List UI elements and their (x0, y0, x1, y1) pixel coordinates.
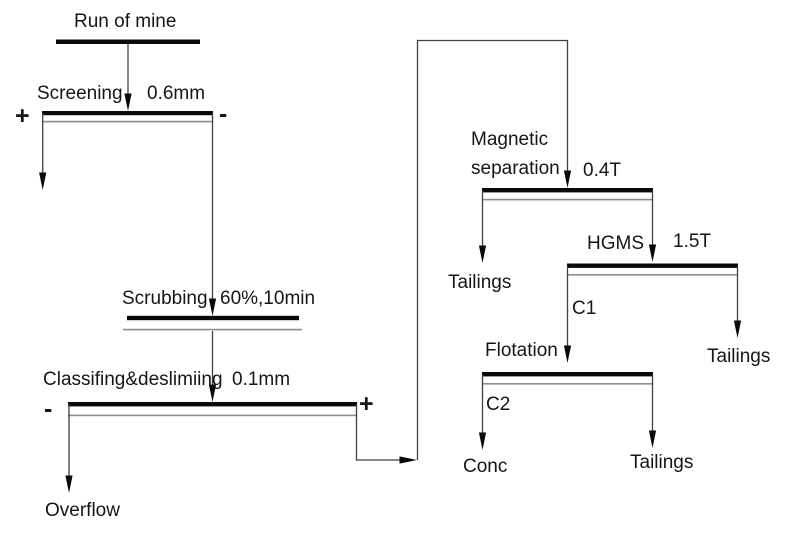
c1-stream-label: C1 (572, 298, 597, 319)
hgms-separator (567, 263, 738, 276)
screening-param: 0.6mm (147, 83, 206, 104)
run-of-mine-bar (56, 39, 200, 44)
separator-bar (127, 315, 299, 321)
conc-label: Conc (463, 456, 508, 477)
c1-to-flotation-arrow (563, 266, 572, 363)
classifying-param: 0.1mm (232, 369, 291, 390)
magnetic-separation-label-line1: Magnetic (471, 129, 549, 150)
hgms-label: HGMS (587, 233, 644, 254)
separator-bar (42, 111, 213, 116)
arrowhead-down-icon (478, 245, 487, 263)
magnetic-separator (482, 188, 653, 201)
flow-line (355, 404, 400, 461)
arrowhead-down-icon (563, 170, 572, 188)
separator-underline (123, 328, 302, 331)
run-of-mine-label: Run of mine (74, 11, 177, 32)
classifying-label: Classifing&deslimiing (43, 369, 223, 390)
magnetic-tailings-label: Tailings (448, 272, 512, 293)
scrubbing-to-classifying-arrow (208, 331, 217, 402)
magnetic-to-hgms-arrow (648, 190, 657, 262)
flotation-label: Flotation (485, 340, 558, 361)
screening-separator (42, 111, 213, 123)
classifying-plus-sign: + (359, 390, 374, 418)
transfer-to-magnetic-arrow (416, 39, 572, 460)
arrowhead-down-icon (65, 475, 73, 493)
arrowhead-down-icon (563, 345, 572, 363)
classifying-separator (68, 402, 357, 417)
classifying-minus-sign: - (44, 395, 53, 423)
arrowhead-right-icon (399, 456, 417, 464)
arrowhead-down-icon (648, 244, 657, 262)
separator-bar (482, 372, 653, 377)
separator-bar (56, 39, 200, 44)
hgms-tailings-label: Tailings (707, 346, 771, 367)
arrowhead-down-icon (733, 320, 742, 338)
hgms-tailings-arrow (733, 266, 742, 338)
feed-to-screening-arrow (124, 44, 132, 111)
magnetic-separation-param: 0.4T (583, 160, 622, 181)
screening-label: Screening (37, 83, 123, 104)
separator-underline (68, 414, 357, 417)
c2-stream-label: C2 (486, 394, 511, 415)
c2-to-conc-arrow (478, 374, 487, 450)
screening-minus-sign: - (219, 100, 228, 128)
magnetic-separation-label-line2: separation (471, 158, 560, 179)
arrowhead-down-icon (208, 384, 217, 402)
separator-bar (567, 263, 738, 268)
classifying-sand-arrow (355, 404, 417, 464)
separator-bar (482, 188, 653, 193)
scrubbing-param: 60%,10min (220, 288, 316, 309)
magnetic-tailings-arrow (478, 190, 487, 263)
separator-underline (42, 120, 213, 123)
flotation-separator (482, 372, 653, 385)
arrowhead-down-icon (39, 172, 47, 190)
scrubbing-separator (123, 315, 302, 331)
arrowhead-down-icon (124, 93, 132, 111)
screening-plus-sign: + (15, 102, 30, 130)
separator-underline (482, 383, 653, 385)
flotation-tailings-arrow (648, 374, 657, 448)
overflow-label: Overflow (45, 500, 120, 521)
separator-underline (482, 198, 653, 201)
flotation-tailings-label: Tailings (630, 452, 694, 473)
overflow-arrow (65, 404, 73, 493)
separator-underline (567, 274, 738, 276)
arrowhead-down-icon (208, 298, 217, 316)
arrowhead-down-icon (648, 430, 657, 448)
flow-line (416, 39, 569, 460)
screening-oversize-arrow (39, 113, 47, 190)
arrowhead-down-icon (478, 432, 487, 450)
scrubbing-label: Scrubbing (122, 288, 208, 309)
screening-undersize-line (208, 113, 217, 316)
hgms-param: 1.5T (673, 231, 712, 252)
separator-bar (68, 402, 357, 407)
